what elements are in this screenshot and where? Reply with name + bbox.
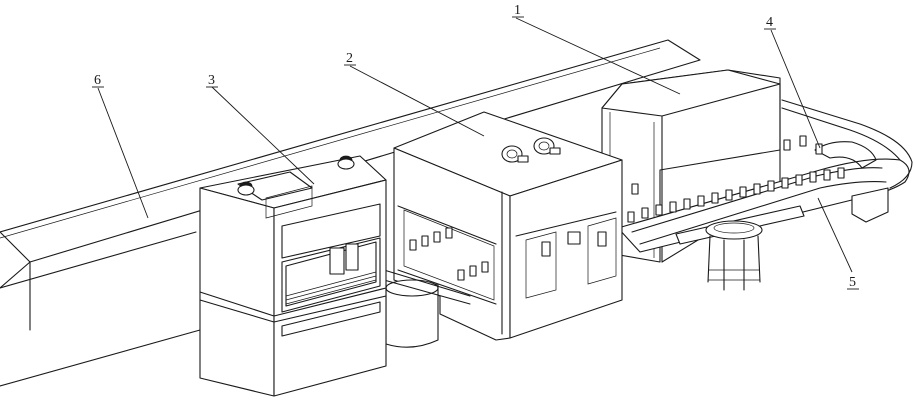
callout-label-6: 6 [94,73,101,88]
callout-label-1: 1 [514,3,521,18]
machine-3 [200,156,386,396]
callout-label-3: 3 [208,73,215,88]
callout-label-5: 5 [849,275,856,290]
round-table [706,221,762,290]
callout-label-2: 2 [346,51,353,66]
callout-label-4: 4 [766,15,773,30]
